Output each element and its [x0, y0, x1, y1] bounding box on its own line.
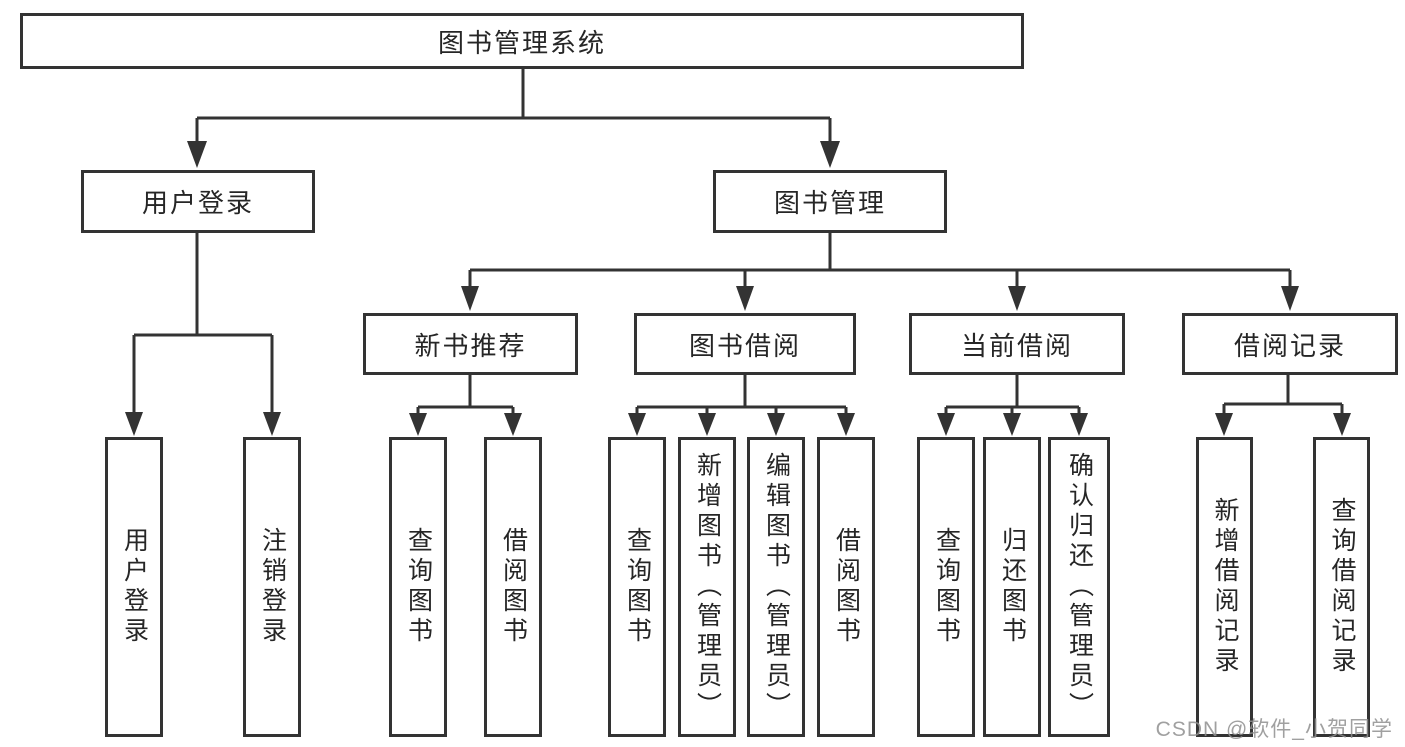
- leaf-current-return-books: 归还图书: [983, 437, 1041, 737]
- leaf-current-query-books-label: 查询图书: [932, 527, 961, 647]
- leaf-records-add-record-label: 新增借阅记录: [1211, 497, 1239, 677]
- node-book-management: 图书管理: [713, 170, 947, 233]
- leaf-current-confirm-return: 确认归还（管理员）: [1048, 437, 1110, 737]
- csdn-watermark: CSDN @软件_小贺同学: [1155, 718, 1393, 741]
- leaf-borrowing-borrow-books: 借阅图书: [817, 437, 875, 737]
- node-root-label: 图书管理系统: [437, 27, 606, 58]
- leaf-borrowing-edit-books: 编辑图书（管理员）: [747, 437, 805, 737]
- node-book-borrowing-label: 图书借阅: [688, 330, 801, 361]
- node-book-borrowing: 图书借阅: [634, 313, 856, 375]
- node-borrowing-records: 借阅记录: [1182, 313, 1398, 375]
- leaf-records-add-record: 新增借阅记录: [1196, 437, 1253, 737]
- leaf-recommend-query-books-label: 查询图书: [404, 527, 433, 647]
- node-borrowing-records-label: 借阅记录: [1233, 330, 1346, 361]
- leaf-user-login-label: 用户登录: [120, 527, 149, 647]
- leaf-recommend-query-books: 查询图书: [389, 437, 447, 737]
- leaf-recommend-borrow-books: 借阅图书: [484, 437, 542, 737]
- leaf-logout-label: 注销登录: [258, 527, 287, 647]
- leaf-current-confirm-return-label: 确认归还（管理员）: [1065, 452, 1094, 722]
- node-root: 图书管理系统: [20, 13, 1024, 69]
- leaf-logout: 注销登录: [243, 437, 301, 737]
- node-book-management-label: 图书管理: [773, 188, 886, 218]
- leaf-current-return-books-label: 归还图书: [998, 527, 1027, 647]
- leaf-user-login: 用户登录: [105, 437, 163, 737]
- leaf-borrowing-borrow-books-label: 借阅图书: [832, 527, 861, 647]
- leaf-recommend-borrow-books-label: 借阅图书: [499, 527, 528, 647]
- node-user-login-label: 用户登录: [141, 188, 254, 218]
- leaf-borrowing-add-books-label: 新增图书（管理员）: [693, 452, 722, 722]
- node-new-book-recommend-label: 新书推荐: [414, 330, 527, 361]
- leaf-records-query-record-label: 查询借阅记录: [1328, 497, 1356, 677]
- leaf-borrowing-query-books-label: 查询图书: [623, 527, 652, 647]
- node-user-login: 用户登录: [81, 170, 315, 233]
- leaf-borrowing-add-books: 新增图书（管理员）: [678, 437, 736, 737]
- leaf-records-query-record: 查询借阅记录: [1313, 437, 1370, 737]
- leaf-borrowing-edit-books-label: 编辑图书（管理员）: [762, 452, 791, 722]
- node-new-book-recommend: 新书推荐: [363, 313, 578, 375]
- leaf-current-query-books: 查询图书: [917, 437, 975, 737]
- node-current-borrowing: 当前借阅: [909, 313, 1125, 375]
- node-current-borrowing-label: 当前借阅: [960, 330, 1073, 361]
- leaf-borrowing-query-books: 查询图书: [608, 437, 666, 737]
